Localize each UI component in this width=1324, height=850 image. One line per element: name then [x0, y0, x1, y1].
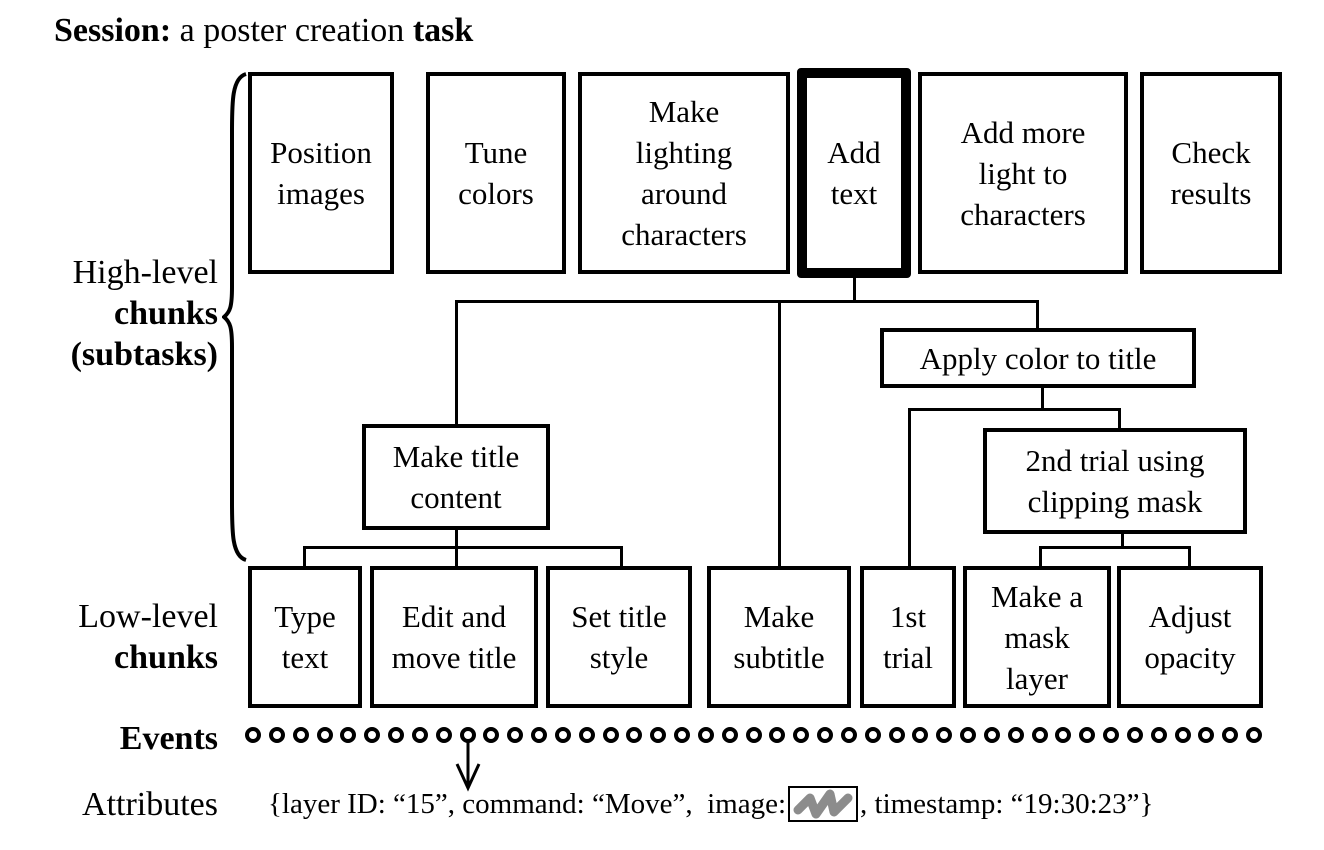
- event-circle[interactable]: [674, 727, 690, 743]
- connector: [1188, 546, 1191, 568]
- high-level-label: High-level chunks (subtasks): [70, 254, 218, 373]
- event-circle[interactable]: [817, 727, 833, 743]
- chunk-1st-trial[interactable]: 1st trial: [860, 566, 956, 708]
- event-circle[interactable]: [316, 727, 333, 743]
- event-circle[interactable]: [936, 727, 953, 743]
- connector: [303, 546, 306, 568]
- connector: [455, 300, 458, 426]
- event-circle[interactable]: [388, 727, 404, 743]
- event-circle[interactable]: [245, 727, 261, 743]
- connector: [303, 546, 623, 549]
- connector: [455, 530, 458, 568]
- connector: [1039, 546, 1191, 549]
- connector: [908, 408, 911, 568]
- event-circle[interactable]: [1079, 727, 1096, 743]
- events-label: Events: [119, 720, 218, 757]
- event-circle[interactable]: [411, 727, 428, 743]
- event-circle[interactable]: [1198, 727, 1215, 743]
- connector: [620, 546, 623, 568]
- event-circle[interactable]: [983, 727, 1000, 743]
- chunk-tune-colors[interactable]: Tune colors: [426, 72, 566, 274]
- event-circle[interactable]: [745, 727, 762, 743]
- event-circle[interactable]: [1222, 727, 1239, 743]
- event-circle[interactable]: [483, 727, 500, 743]
- attributes-text-open: {layer ID: “15”, command: “Move”, image:: [268, 787, 787, 820]
- chunk-position-images[interactable]: Position images: [248, 72, 394, 274]
- chunk-apply-color-to-title[interactable]: Apply color to title: [880, 328, 1196, 388]
- event-circle[interactable]: [1007, 727, 1024, 743]
- attributes-content: {layer ID: “15”, command: “Move”, image:…: [268, 786, 1153, 822]
- event-circle[interactable]: [1103, 727, 1119, 743]
- chunk-make-a-mask-layer[interactable]: Make a mask layer: [963, 566, 1111, 708]
- chunk-set-title-style[interactable]: Set title style: [546, 566, 692, 708]
- event-circle[interactable]: [292, 727, 309, 743]
- event-circle[interactable]: [650, 727, 667, 743]
- connector: [455, 300, 1039, 303]
- event-circle[interactable]: [531, 727, 547, 743]
- session-description: a poster creation: [171, 12, 413, 49]
- attributes-label: Attributes: [82, 786, 218, 823]
- event-circle[interactable]: [697, 727, 714, 743]
- event-circle[interactable]: [268, 727, 285, 743]
- events-row: [240, 727, 1270, 753]
- event-circle[interactable]: [721, 727, 738, 743]
- connector: [908, 408, 1121, 411]
- event-circle[interactable]: [364, 727, 381, 743]
- session-label: Session:: [54, 12, 172, 49]
- event-circle[interactable]: [1246, 727, 1262, 743]
- event-circle[interactable]: [769, 727, 786, 743]
- event-circle[interactable]: [340, 727, 357, 743]
- brush-stroke-image: [793, 789, 853, 819]
- event-circle[interactable]: [912, 727, 929, 743]
- chunk-edit-and-move-title[interactable]: Edit and move title: [370, 566, 538, 708]
- chunk-make-title-content[interactable]: Make title content: [362, 424, 550, 530]
- event-circle[interactable]: [1174, 727, 1191, 743]
- connector: [1036, 300, 1039, 330]
- connector: [1039, 546, 1042, 568]
- connector: [853, 278, 856, 302]
- chunk-make-lighting[interactable]: Make lighting around characters: [578, 72, 790, 274]
- event-circle[interactable]: [960, 727, 976, 743]
- arrow-down-icon: [455, 742, 480, 792]
- event-circle[interactable]: [626, 727, 643, 743]
- connector: [1041, 388, 1044, 410]
- event-circle[interactable]: [888, 727, 905, 743]
- event-circle[interactable]: [1150, 727, 1167, 743]
- session-title: Session: a poster creation task: [54, 12, 473, 50]
- curly-brace-icon: [222, 72, 247, 562]
- event-circle-selected[interactable]: [459, 727, 476, 743]
- event-circle[interactable]: [793, 727, 810, 743]
- event-circle[interactable]: [1055, 727, 1072, 743]
- chunk-add-text[interactable]: Add text: [797, 68, 911, 278]
- event-circle[interactable]: [840, 727, 857, 743]
- connector: [1118, 408, 1121, 430]
- session-task-word: task: [412, 12, 474, 49]
- event-circle[interactable]: [578, 727, 595, 743]
- chunk-type-text[interactable]: Type text: [248, 566, 362, 708]
- event-circle[interactable]: [864, 727, 881, 743]
- event-circle[interactable]: [554, 727, 571, 743]
- connector: [778, 300, 781, 568]
- event-circle[interactable]: [1126, 727, 1143, 743]
- chunk-second-trial[interactable]: 2nd trial using clipping mask: [983, 428, 1247, 534]
- event-circle[interactable]: [602, 727, 619, 743]
- attributes-text-close: , timestamp: “19:30:23”}: [860, 787, 1154, 820]
- low-level-label: Low-level chunks: [78, 598, 218, 676]
- event-circle[interactable]: [1031, 727, 1048, 743]
- connector: [1121, 534, 1124, 548]
- chunk-check-results[interactable]: Check results: [1140, 72, 1282, 274]
- event-circle[interactable]: [507, 727, 524, 743]
- chunk-add-more-light[interactable]: Add more light to characters: [918, 72, 1128, 274]
- brush-stroke-thumbnail-icon: [788, 786, 859, 822]
- event-circle[interactable]: [435, 727, 452, 743]
- chunk-adjust-opacity[interactable]: Adjust opacity: [1117, 566, 1263, 708]
- chunk-make-subtitle[interactable]: Make subtitle: [707, 566, 851, 708]
